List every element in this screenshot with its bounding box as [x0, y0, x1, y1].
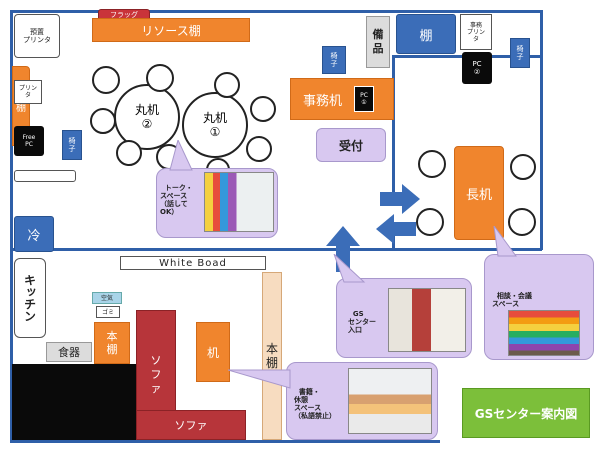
trash: ゴミ [96, 306, 120, 318]
round-chair [90, 108, 116, 134]
entrance-label: GS センター 入口 [348, 310, 376, 334]
desk-small: 机 [196, 322, 230, 382]
wall-middle [10, 248, 542, 251]
wall-right-upper [540, 10, 543, 250]
white-board: White Boad [120, 256, 266, 270]
arrow-left [376, 214, 416, 244]
round-chair [116, 140, 142, 166]
round-chair [214, 72, 240, 98]
consult-space-label: 相談・会議 スペース [492, 292, 532, 308]
free-pc: Free PC [14, 126, 44, 156]
fridge: 冷 [14, 216, 54, 252]
map-title: GSセンター案内図 [462, 388, 590, 438]
wall-top [10, 10, 542, 13]
reception-counter: 受付 [316, 128, 386, 162]
chair-office: 椅 子 [322, 46, 346, 74]
entrance-photo [388, 288, 466, 352]
reading-space-pointer [228, 369, 291, 389]
round-chair [146, 64, 174, 92]
long-desk: 長机 [454, 146, 504, 240]
talk-space-label: トーク・ スペース （話して OK） [160, 184, 193, 216]
aircon-label: 空気 [92, 292, 122, 304]
consult-space-pointer [493, 226, 517, 257]
wall-divider-vertical [392, 55, 395, 195]
long-desk-chair [508, 208, 536, 236]
entrance-arrow-up [326, 226, 360, 272]
talk-space-photo [204, 172, 274, 232]
pc-2: PC ② [462, 52, 492, 84]
consult-space-photo [508, 310, 580, 356]
printer-left: プリン タ [14, 80, 42, 104]
wall-bottom [10, 440, 440, 443]
kitchen: キッチン [14, 258, 46, 338]
supplies-cabinet: 備 品 [366, 16, 390, 68]
pc-1: PC ① [354, 86, 374, 112]
reading-space-label: 書籍・ 休憩 スペース （私語禁止） [294, 388, 336, 420]
round-table-1: 丸机 ① [182, 92, 248, 158]
office-printer: 事務 プリン タ [460, 14, 492, 50]
round-chair [250, 96, 276, 122]
bookshelf-small: 本 棚 [94, 322, 130, 364]
bookshelf-tall: 本 棚 [262, 272, 282, 440]
wall-shelf-left [14, 170, 76, 182]
wall-left [10, 10, 13, 442]
round-chair [246, 136, 272, 162]
long-desk-chair [416, 208, 444, 236]
storage-printer: 預置 プリンタ [14, 14, 60, 58]
chair-left: 椅 子 [62, 130, 82, 160]
talk-space-pointer [169, 140, 193, 171]
chair-right: 椅 子 [510, 38, 530, 68]
long-desk-chair [510, 154, 536, 180]
sofa-horizontal: ソファ [136, 410, 246, 440]
long-desk-chair [418, 150, 446, 178]
resource-shelf: リソース棚 [92, 18, 250, 42]
shelf-top-right: 棚 [396, 14, 456, 54]
reading-space-photo [348, 368, 432, 434]
entrance-pointer [333, 254, 366, 283]
round-chair [92, 66, 120, 94]
tableware-shelf: 食器 [46, 342, 92, 362]
arrow-right [380, 184, 420, 214]
office-desk: 事務机 [290, 78, 394, 120]
kitchen-counter [12, 364, 136, 440]
